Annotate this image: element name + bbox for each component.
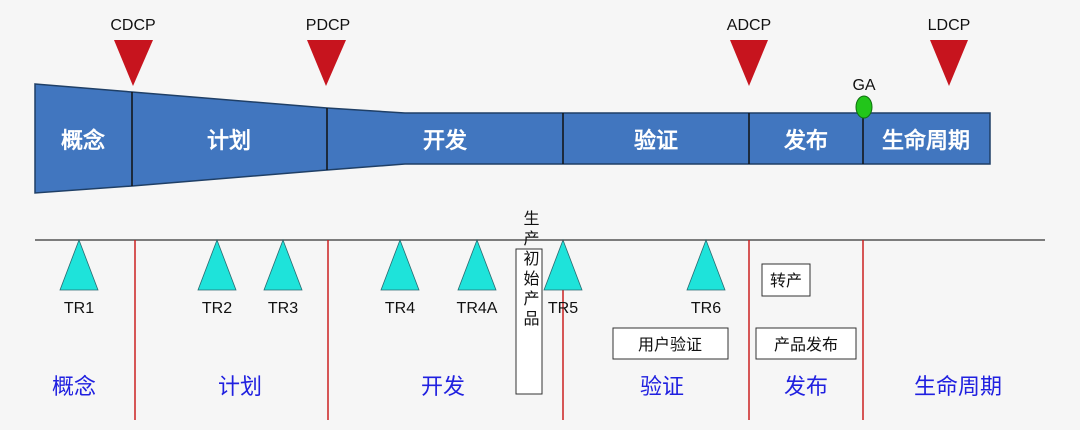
dcp-triangle-pdcp: [307, 40, 346, 86]
dcp-label-pdcp: PDCP: [306, 17, 350, 34]
phase-label-verify: 验证: [634, 128, 678, 153]
bottom-phase-lifecycle: 生命周期: [914, 374, 1002, 399]
phase-label-lifecycle: 生命周期: [882, 128, 970, 153]
bottom-phase-plan: 计划: [218, 374, 262, 399]
milestone-box-user-verification: [612, 327, 729, 360]
phase-label-concept: 概念: [61, 128, 105, 153]
bottom-phase-release: 发布: [784, 374, 828, 399]
tr-triangle-tr5: [543, 238, 583, 291]
tr-label-tr2: TR2: [202, 300, 232, 317]
dcp-triangle-cdcp: [114, 40, 153, 86]
milestone-label-transfer-production: 转产: [770, 272, 802, 290]
tr-label-tr1: TR1: [64, 300, 94, 317]
tr-label-tr4: TR4: [385, 300, 415, 317]
bottom-phase-develop: 开发: [421, 374, 465, 399]
dcp-triangle-ldcp: [930, 40, 968, 86]
bottom-phase-concept: 概念: [52, 374, 96, 399]
milestone-box-transfer-production: [761, 263, 811, 297]
dcp-label-cdcp: CDCP: [110, 17, 155, 34]
tr-triangle-tr1: [59, 238, 99, 291]
ga-marker: [855, 95, 873, 119]
tr-triangle-tr2: [197, 238, 237, 291]
tr-label-tr6: TR6: [691, 300, 721, 317]
dcp-label-ldcp: LDCP: [928, 17, 971, 34]
tr-label-tr3: TR3: [268, 300, 298, 317]
dcp-triangle-adcp: [730, 40, 768, 86]
milestone-label-user-verification: 用户验证: [638, 336, 702, 354]
ga-label: GA: [852, 77, 875, 94]
milestone-box-initial-product: [515, 248, 543, 395]
tr-triangle-tr6: [686, 238, 726, 291]
milestone-box-product-release: [755, 327, 857, 360]
bottom-phase-verify: 验证: [640, 374, 684, 399]
phase-label-plan: 计划: [207, 128, 251, 153]
phase-bar: [34, 83, 991, 194]
tr-label-tr4a: TR4A: [457, 300, 498, 317]
tr-label-tr5: TR5: [548, 300, 578, 317]
tr-triangle-tr4a: [457, 238, 497, 291]
phase-label-release: 发布: [783, 128, 828, 153]
milestone-label-initial-product: 生产初始产品: [521, 210, 540, 330]
dcp-label-adcp: ADCP: [727, 17, 771, 34]
milestone-label-product-release: 产品发布: [774, 336, 838, 354]
tr-triangle-tr3: [263, 238, 303, 291]
phase-label-develop: 开发: [423, 128, 468, 153]
tr-triangle-tr4: [380, 238, 420, 291]
